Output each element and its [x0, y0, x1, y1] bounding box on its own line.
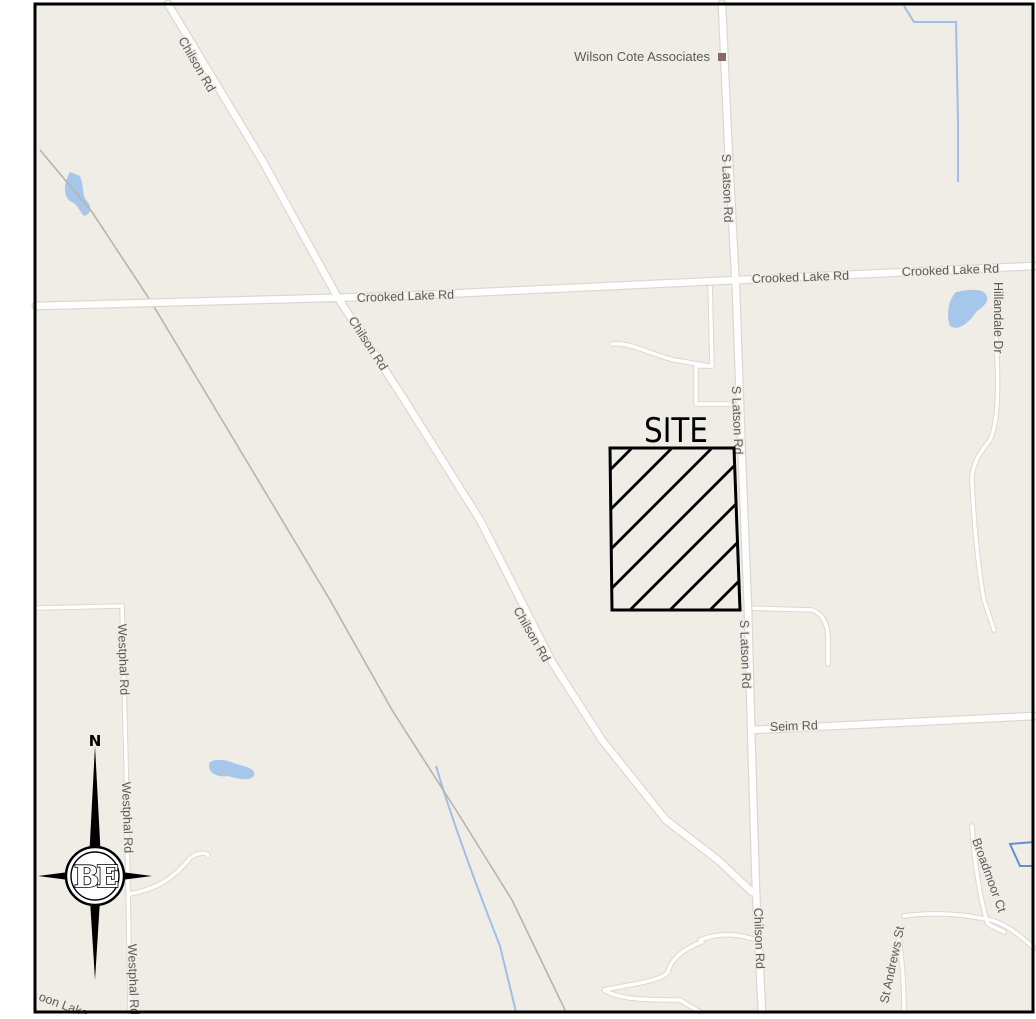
road-label-chilson: Chilson Rd	[751, 908, 767, 970]
site-parcel-outline	[608, 446, 742, 612]
road-label-westphal: Westphal Rd	[125, 944, 141, 1014]
site-hatch-pattern	[610, 448, 740, 610]
s-latson-rd	[718, 0, 766, 1016]
road-label-crooked-lake: Crooked Lake Rd	[752, 269, 850, 286]
stream-east-edge	[1008, 841, 1035, 867]
road-label-westphal: Westphal Rd	[115, 624, 131, 696]
pond-southwest	[208, 759, 255, 780]
stream-northeast	[903, 5, 959, 182]
map-frame	[33, 2, 1035, 1014]
site-label: SITE	[644, 411, 708, 451]
road-label-westphal: Westphal Rd	[119, 782, 135, 854]
road-label-s-latson: S Latson Rd	[729, 386, 745, 455]
road-network	[32, 0, 1036, 1016]
road-label-crooked-lake: Crooked Lake Rd	[902, 262, 1000, 279]
crooked-lake-rd	[32, 262, 1036, 310]
road-label-crooked-lake: Crooked Lake Rd	[357, 288, 455, 305]
road-label-seim: Seim Rd	[770, 718, 818, 734]
railway	[39, 149, 567, 1013]
north-arrow-icon	[38, 746, 152, 980]
pond-northeast	[948, 289, 988, 328]
road-label-hillandale: Hillandale Dr	[991, 282, 1005, 354]
road-label-s-latson: S Latson Rd	[737, 620, 753, 689]
land-area	[35, 4, 1033, 1012]
company-logo: BE	[74, 860, 118, 895]
north-label: N	[89, 732, 102, 750]
seim-rd	[748, 712, 1036, 734]
poi-label-wilson-cote: Wilson Cote Associates	[574, 49, 710, 64]
poi-marker-icon	[718, 53, 726, 61]
chilson-rd	[164, 0, 756, 896]
road-label-s-latson: S Latson Rd	[719, 154, 735, 223]
